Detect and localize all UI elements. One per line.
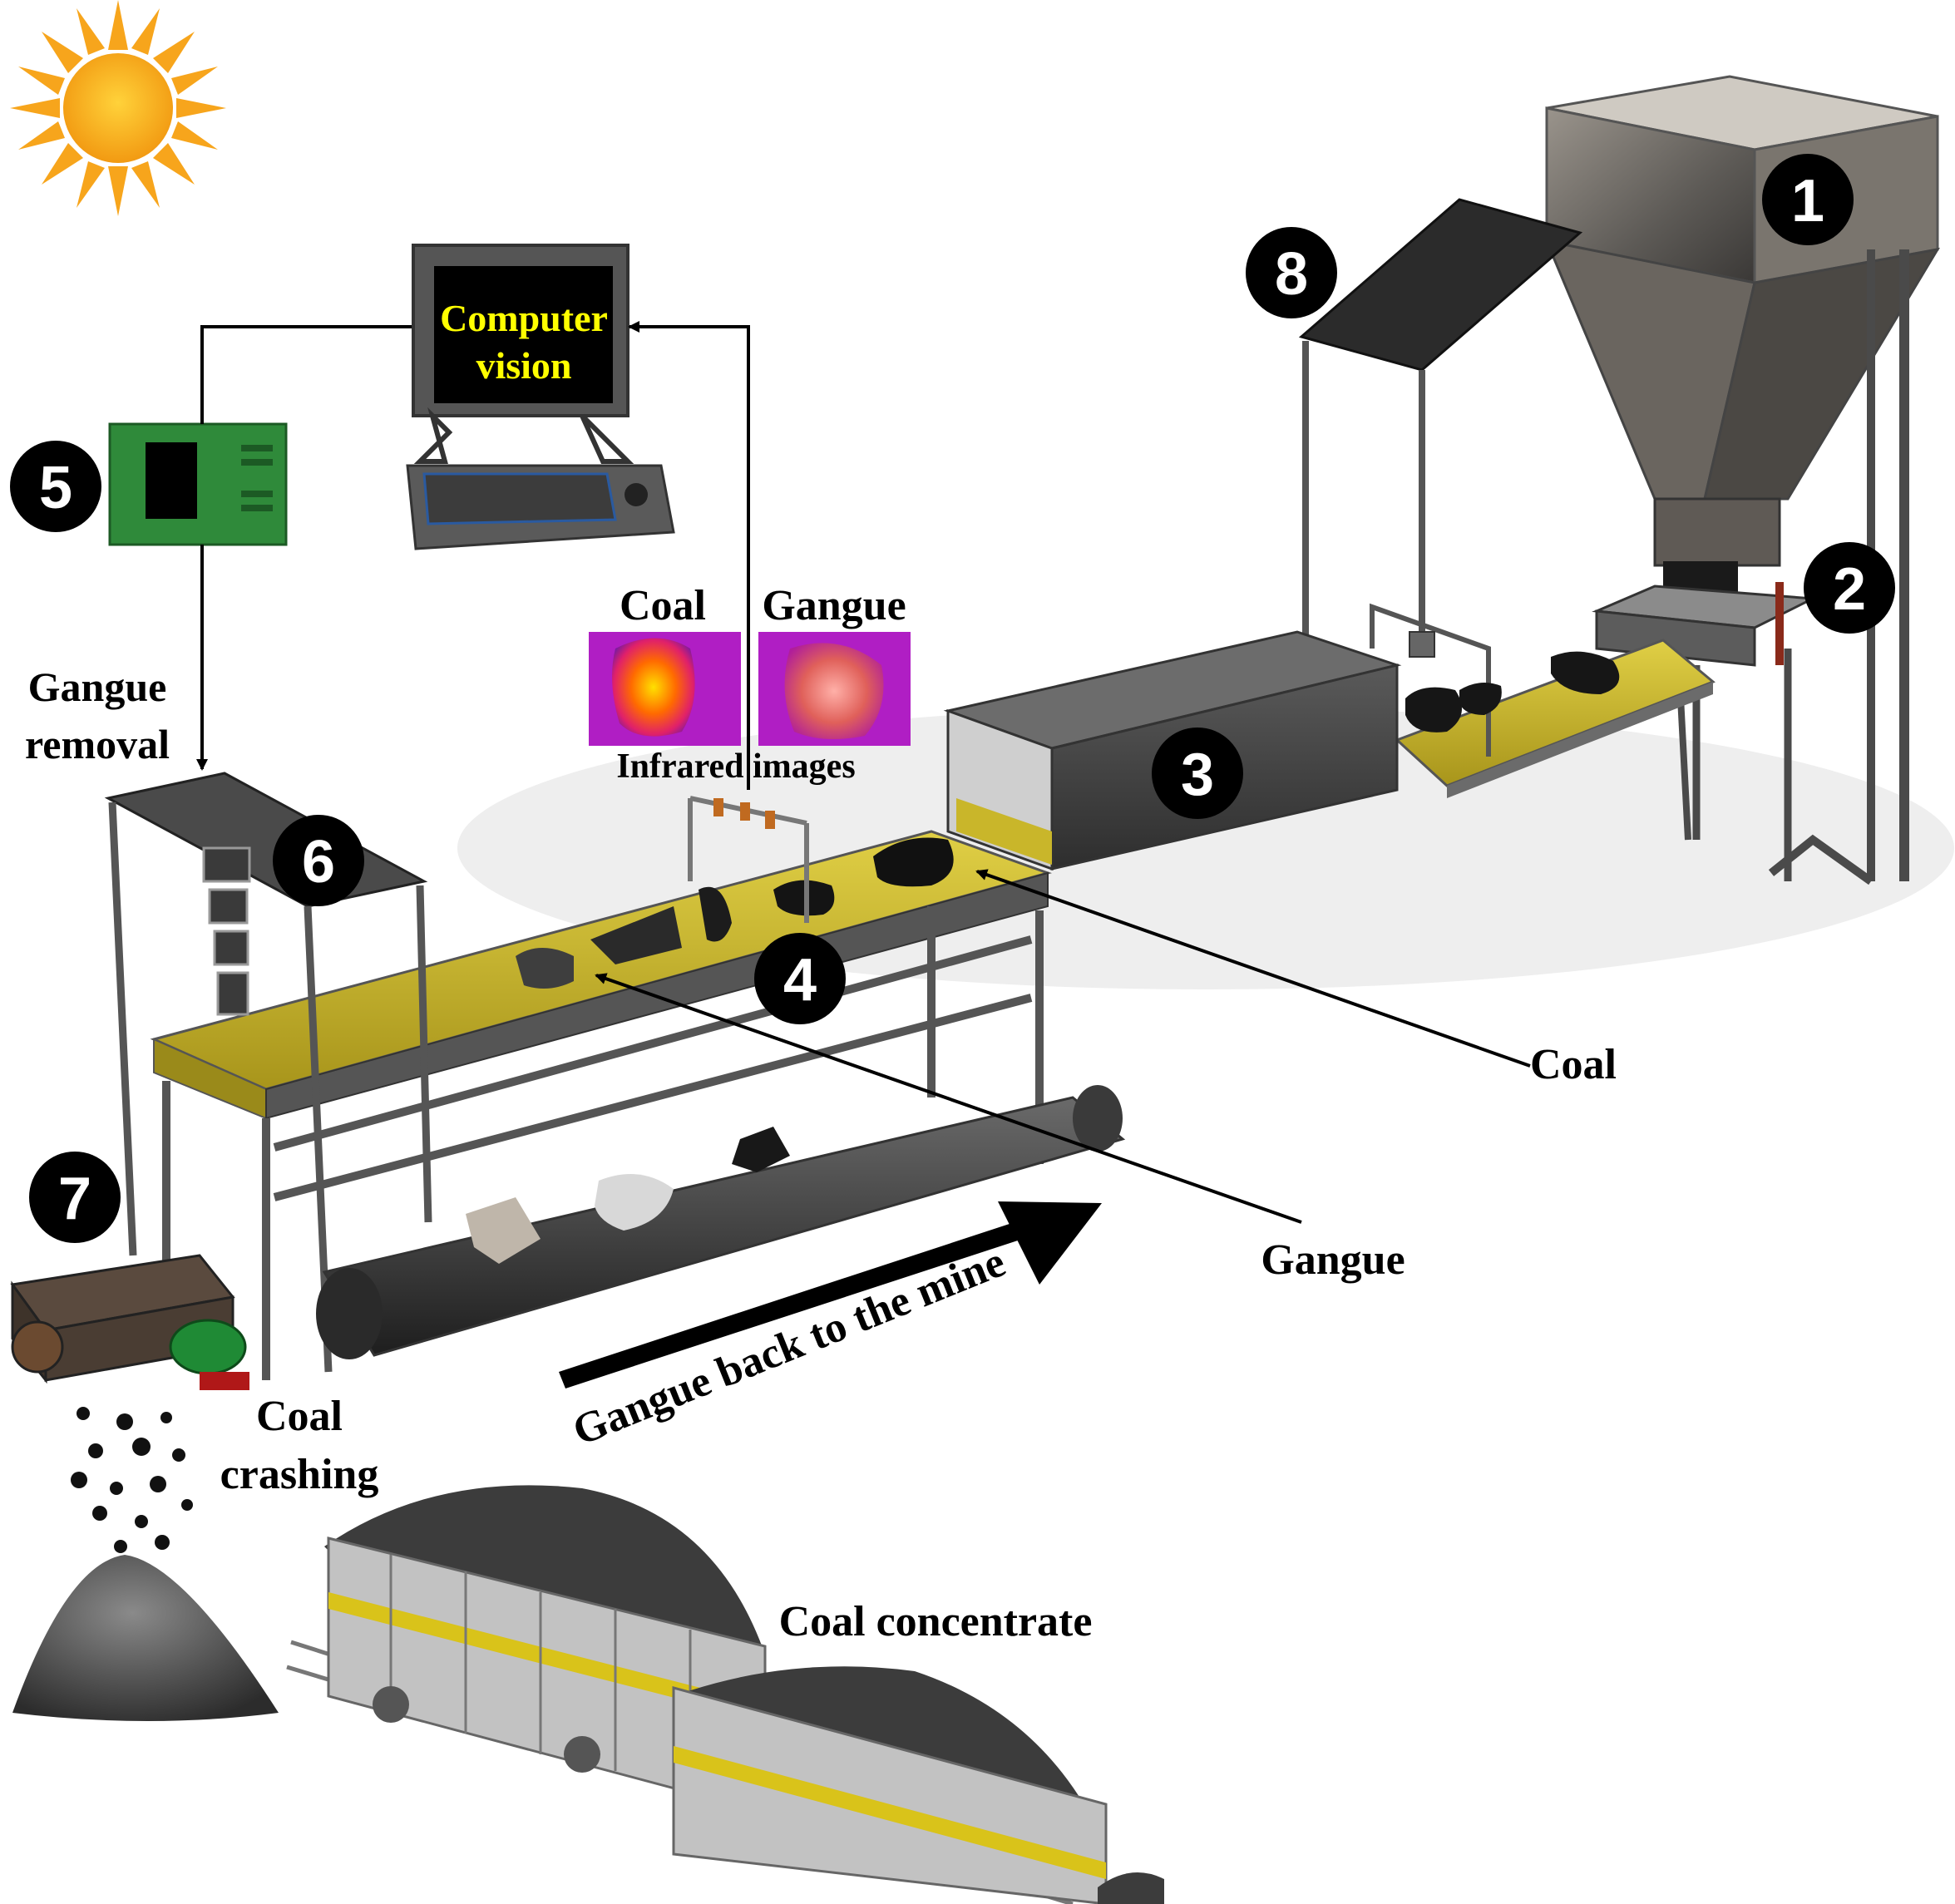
computer-monitor bbox=[412, 244, 634, 464]
coal-crashing-label-line2: crashing bbox=[220, 1451, 379, 1498]
gangue-pointer-label: Gangue bbox=[1261, 1236, 1405, 1284]
badge-4: 4 bbox=[754, 933, 846, 1024]
gangue-return-belt bbox=[316, 1085, 1126, 1359]
signal-lines bbox=[196, 321, 1531, 1224]
badge-5: 5 bbox=[10, 441, 101, 532]
badge-8: 8 bbox=[1246, 227, 1337, 318]
badge-2: 2 bbox=[1804, 542, 1895, 634]
coal-crusher bbox=[10, 1254, 249, 1390]
coal-pile bbox=[12, 1555, 279, 1721]
badge-6: 6 bbox=[273, 815, 364, 906]
computer-vision-label-line1: Computer bbox=[440, 297, 608, 339]
badge-4-number: 4 bbox=[783, 947, 817, 1014]
coal-train bbox=[286, 1485, 1164, 1904]
vibrating-feeder bbox=[1592, 582, 1818, 881]
gangue-return-arrow bbox=[559, 1201, 1102, 1389]
gangue-infrared-label: Gangue bbox=[762, 582, 906, 629]
badge-7-number: 7 bbox=[58, 1166, 91, 1232]
coal-infrared-label: Coal bbox=[620, 582, 706, 629]
computer-keyboard bbox=[406, 464, 675, 550]
infrared-camera-rig bbox=[688, 796, 809, 923]
badge-1-number: 1 bbox=[1791, 168, 1824, 234]
crushed-coal-particles bbox=[71, 1407, 193, 1553]
badge-7: 7 bbox=[29, 1152, 121, 1243]
badge-6-number: 6 bbox=[302, 829, 335, 895]
badge-3-number: 3 bbox=[1181, 742, 1214, 808]
infrared-images-label: Infrared images bbox=[616, 747, 855, 786]
badge-8-number: 8 bbox=[1275, 241, 1308, 308]
gangue-removal-label-line2: removal bbox=[25, 721, 170, 767]
gangue-removal-label-line1: Gangue bbox=[28, 663, 167, 710]
sun-icon bbox=[10, 0, 226, 216]
computer-vision-label-line2: vision bbox=[476, 344, 571, 387]
material-lumps-main bbox=[516, 837, 954, 989]
badge-5-number: 5 bbox=[39, 455, 72, 521]
coal-concentrate-label: Coal concentrate bbox=[779, 1598, 1093, 1645]
coal-crashing-label-line1: Coal bbox=[256, 1393, 343, 1440]
infrared-image-gangue bbox=[758, 632, 911, 746]
badge-1: 1 bbox=[1762, 154, 1854, 245]
feed-hopper bbox=[1544, 75, 1940, 885]
coal-pointer-label: Coal bbox=[1530, 1041, 1617, 1088]
badge-2-number: 2 bbox=[1833, 556, 1866, 623]
plc-controller bbox=[108, 422, 288, 546]
infrared-image-coal bbox=[589, 632, 741, 746]
coal-lumps-feed bbox=[1405, 651, 1620, 732]
badge-3: 3 bbox=[1152, 728, 1243, 819]
